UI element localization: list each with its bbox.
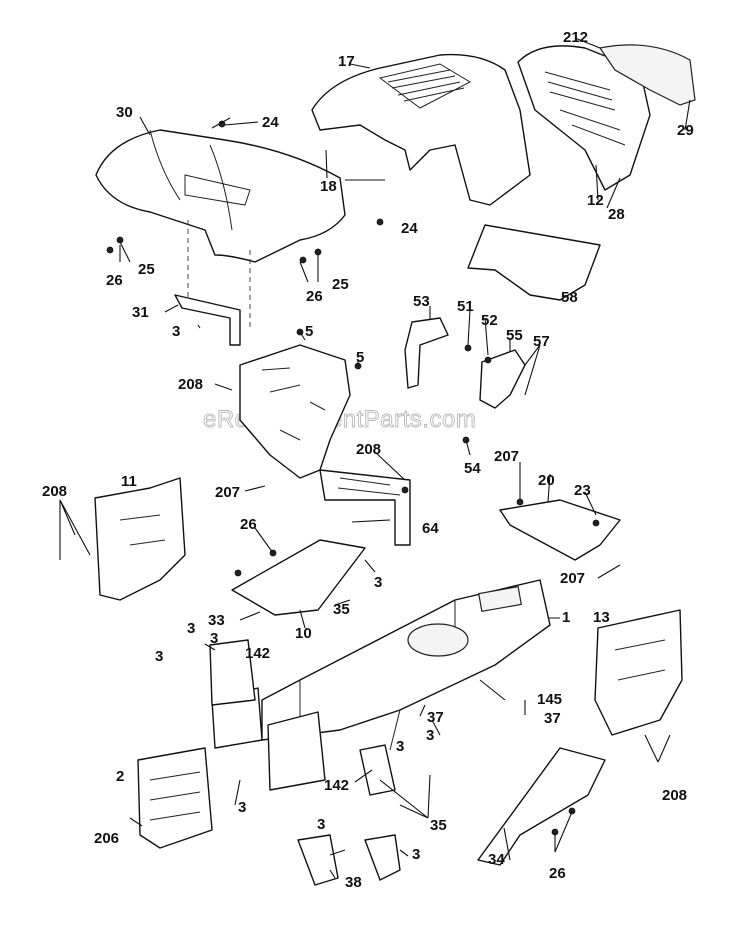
callout-64: 64 [422,520,439,537]
callout-12: 12 [587,192,604,209]
callout-17: 17 [338,53,355,70]
callout-1: 1 [562,609,570,626]
callout-13: 13 [593,609,610,626]
callout-29: 29 [677,122,694,139]
callout-26-b: 26 [306,288,323,305]
part-58-shield [467,224,601,301]
part-53-bracket [404,317,449,389]
callout-5-b: 5 [356,349,364,366]
callout-37-b: 37 [544,710,561,727]
callout-57: 57 [533,333,550,350]
part-2-bumper [137,747,213,849]
part-11-left-panel [94,477,186,601]
callout-58: 58 [561,289,578,306]
part-center-plate [239,344,351,479]
callout-3-g: 3 [396,738,404,755]
callout-24-top: 24 [262,114,279,131]
callout-30: 30 [116,104,133,121]
part-front-plate [267,711,326,791]
callout-3-b: 3 [374,574,382,591]
callout-20: 20 [538,472,555,489]
callout-10: 10 [295,625,312,642]
callout-11: 11 [121,473,137,490]
part-34-footrest [477,747,606,866]
callout-51: 51 [457,298,474,315]
callout-26-c: 26 [240,516,257,533]
callout-38: 38 [345,874,362,891]
callout-3-a: 3 [172,323,180,340]
callout-26-a: 26 [106,272,123,289]
callout-labels: 17 212 30 24 29 18 12 28 24 26 25 26 25 … [42,29,694,891]
callout-3-f: 3 [426,727,434,744]
part-33-footrest [231,539,366,616]
callout-24-mid: 24 [401,220,418,237]
callout-142-b: 142 [324,777,349,794]
callout-3-h: 3 [238,799,246,816]
part-13-right-panel [594,609,683,736]
callout-206: 206 [94,830,119,847]
part-grille [517,44,696,191]
callout-33: 33 [208,612,225,629]
callout-3-e: 3 [155,648,163,665]
leader-lines [59,37,691,879]
callout-3-i: 3 [317,816,325,833]
callout-35-b: 35 [430,817,447,834]
callout-208-a: 208 [178,376,203,393]
part-31-bracket [174,294,241,346]
callout-2: 2 [116,768,124,785]
callout-207-c: 207 [560,570,585,587]
part-55-bracket [479,349,526,409]
callout-26-d: 26 [549,865,566,882]
callout-5-a: 5 [305,323,313,340]
callout-18: 18 [320,178,337,195]
callout-3-c: 3 [187,620,195,637]
callout-212: 212 [563,29,588,46]
callout-3-j: 3 [412,846,420,863]
callout-23: 23 [574,482,591,499]
callout-37-a: 37 [427,709,444,726]
callout-35-a: 35 [333,601,350,618]
part-38-bracket-left [297,834,339,886]
callout-208-d: 208 [662,787,687,804]
callout-28: 28 [608,206,625,223]
callout-54: 54 [464,460,481,477]
callout-25-a: 25 [138,261,155,278]
part-142-lower [359,744,396,796]
callout-142-a: 142 [245,645,270,662]
part-64-bracket [319,469,411,546]
part-rear-fender [95,129,346,330]
part-142-mount [209,639,256,706]
callout-208-b: 208 [356,441,381,458]
callout-208-c: 208 [42,483,67,500]
callout-31: 31 [132,304,149,321]
callout-55: 55 [506,327,523,344]
callout-3-d: 3 [210,630,218,647]
callout-34: 34 [488,851,505,868]
part-hood [311,53,531,206]
callout-25-b: 25 [332,276,349,293]
part-20-plate [499,499,621,561]
part-38-bracket-right [364,834,401,881]
callout-145: 145 [537,691,562,708]
callout-207-b: 207 [215,484,240,501]
callout-53: 53 [413,293,430,310]
callout-52: 52 [481,312,498,329]
callout-207-a: 207 [494,448,519,465]
